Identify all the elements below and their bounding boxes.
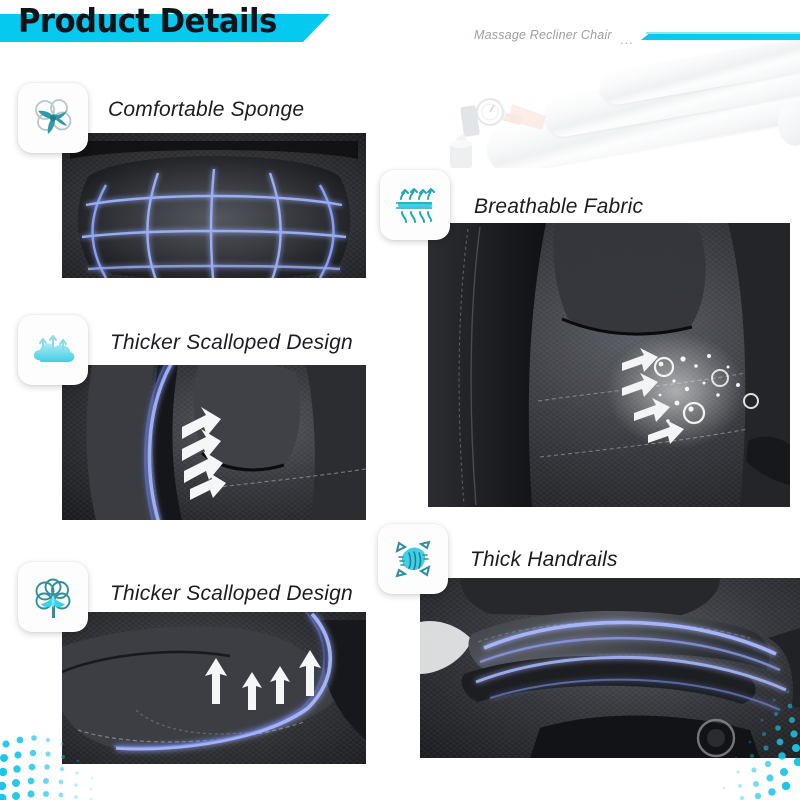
blue-arc-overlay bbox=[113, 612, 332, 751]
icon-badge-thicker-scalloped-lower bbox=[18, 562, 88, 632]
hero-watermark-image bbox=[430, 38, 800, 168]
feature-photo-thicker-scalloped-upper bbox=[62, 365, 366, 520]
direction-arrows-overlay bbox=[182, 407, 226, 500]
hero-subtitle-dots: ... bbox=[620, 32, 634, 47]
hero-accent-bar bbox=[641, 32, 800, 40]
feature-label-thicker-scalloped-lower: Thicker Scalloped Design bbox=[110, 582, 353, 605]
cotton-cloud-icon bbox=[35, 99, 72, 134]
caliper-measuring-icon bbox=[450, 98, 546, 168]
cotton-flower-icon bbox=[35, 578, 71, 618]
blue-mesh-overlay bbox=[81, 168, 347, 278]
air-bubbles-overlay bbox=[653, 354, 759, 425]
icon-badge-thicker-scalloped-upper bbox=[18, 315, 88, 385]
icon-badge-thick-handrails bbox=[378, 524, 448, 594]
feature-label-breathable-fabric: Breathable Fabric bbox=[474, 195, 644, 218]
feature-photo-thicker-scalloped-lower bbox=[62, 612, 366, 764]
feature-photo-comfortable-sponge bbox=[62, 133, 366, 278]
up-arrows-overlay bbox=[205, 650, 321, 710]
feature-photo-thick-handrails bbox=[420, 578, 800, 758]
feature-label-thick-handrails: Thick Handrails bbox=[470, 548, 618, 571]
feature-label-comfortable-sponge: Comfortable Sponge bbox=[108, 98, 305, 121]
hero-accent-bar-highlight bbox=[646, 32, 800, 34]
feature-label-thicker-scalloped-upper: Thicker Scalloped Design bbox=[110, 331, 353, 354]
header-banner bbox=[0, 14, 330, 42]
icon-badge-comfortable-sponge bbox=[18, 83, 88, 153]
cloud-up-arrows-icon bbox=[33, 335, 75, 362]
icon-badge-breathable-fabric bbox=[380, 170, 450, 240]
blue-arc-overlay bbox=[143, 365, 173, 520]
airflow-arrows-overlay bbox=[622, 348, 684, 444]
page-title: Product Details bbox=[18, 1, 277, 40]
feature-photo-breathable-fabric bbox=[428, 223, 790, 507]
airflow-arrows-icon bbox=[396, 188, 435, 223]
blue-streak-overlay bbox=[475, 620, 787, 711]
fabric-expand-icon bbox=[395, 540, 431, 578]
hero-subtitle: Massage Recliner Chair bbox=[474, 28, 612, 42]
